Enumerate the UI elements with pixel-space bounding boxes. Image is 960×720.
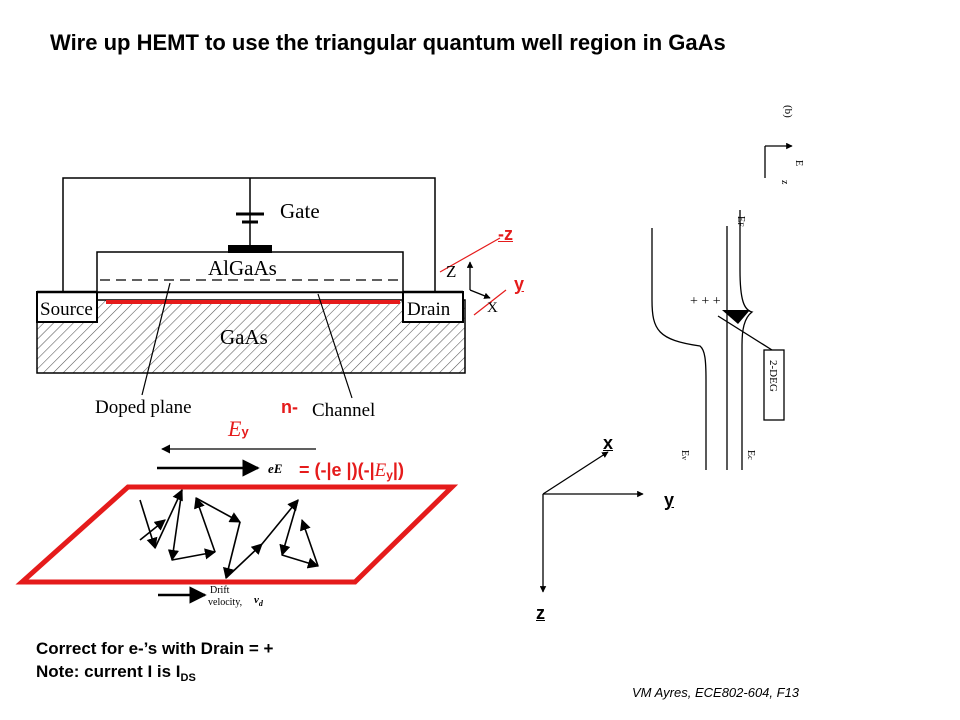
slide-title: Wire up HEMT to use the triangular quant… [50, 30, 726, 55]
drain-label: Drain [407, 299, 451, 320]
force-eq-symbol: E [374, 460, 387, 481]
channel-label: Channel [312, 400, 375, 421]
ev-band-curve [651, 228, 707, 470]
coord-y-label: y [664, 490, 675, 510]
coord-z-label: z [536, 603, 545, 623]
random-walk-arrows [139, 488, 320, 580]
drift-plane-parallelogram [15, 484, 459, 585]
drift-label-line1: Drift [210, 585, 230, 596]
coord-axis-x [542, 451, 609, 495]
corner-axis-x-label: X [487, 300, 498, 316]
gaas-label: GaAs [220, 325, 268, 349]
gate-electrode [228, 245, 272, 253]
drain-contact [402, 291, 464, 323]
gaas-substrate [36, 299, 466, 374]
force-eq-sub: y [386, 468, 393, 482]
deg-triangle [722, 310, 750, 324]
doped-plane-label: Doped plane [95, 397, 192, 418]
band-axis-z: z [779, 180, 790, 185]
band-plus-marks: + + + [690, 294, 721, 309]
channel-leader [317, 293, 353, 399]
source-label: Source [40, 299, 93, 320]
force-eq-prefix: = (-|e |)(-| [299, 460, 375, 480]
note-line-2-sub: DS [180, 672, 196, 684]
corner-axis-z-label: Z [446, 262, 456, 281]
band-ev-label: Ev [679, 450, 690, 460]
drift-label-line2: velocity, [208, 597, 242, 608]
force-equation: = (-|e |)(-|Ey|) [299, 460, 404, 482]
deg-pointer [717, 315, 773, 351]
note-line-2-text: Note: current I is I [36, 662, 181, 681]
field-ey-label: Ey [228, 416, 249, 442]
ee-label: eE [268, 461, 283, 476]
note-line-1: Correct for e-’s with Drain = + [36, 639, 274, 658]
doped-plane-leader [141, 282, 171, 396]
field-symbol: E [228, 416, 242, 441]
neg-z-pointer [439, 237, 501, 273]
force-eq-suffix: |) [392, 460, 404, 480]
y-axis-label: y [514, 274, 525, 294]
note-line-2: Note: current I is IDS [36, 660, 273, 690]
band-deg-label: 2-DEG [767, 360, 779, 392]
gate-label: Gate [280, 199, 320, 223]
band-ec-label: Ec [745, 450, 756, 460]
y-pointer [473, 289, 507, 316]
band-diagram [651, 142, 793, 470]
neg-z-label: -z [498, 224, 513, 244]
notes-block: Correct for e-’s with Drain = + Note: cu… [36, 637, 273, 690]
band-ef-label: EF [735, 216, 746, 227]
circuit-wire [62, 177, 436, 292]
band-panel-label: (b) [782, 105, 794, 118]
algaas-label: AlGaAs [208, 256, 277, 280]
ec-band-curve [739, 210, 754, 470]
algaas-layer [96, 251, 404, 293]
corner-axis-x [469, 289, 491, 299]
slide-credit: VM Ayres, ECE802-604, F13 [632, 685, 800, 700]
field-sub: y [241, 424, 249, 439]
n-minus-label: n- [281, 397, 298, 417]
drift-symbol: vd [254, 594, 264, 608]
deg-box [763, 349, 785, 421]
band-axis-e: E [793, 160, 804, 166]
coord-x-label: x [603, 433, 614, 453]
